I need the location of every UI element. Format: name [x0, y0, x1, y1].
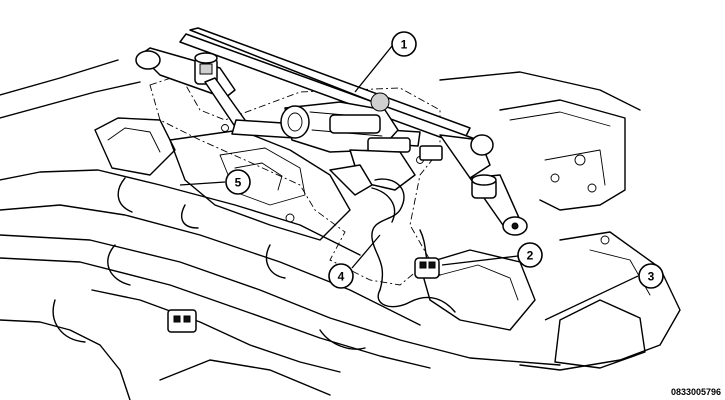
service-outline — [149, 74, 441, 286]
wiring-harness — [329, 164, 456, 313]
callout-5-label: 5 — [235, 176, 242, 190]
callout-1-label: 1 — [401, 38, 408, 52]
callout-4-label: 4 — [338, 270, 345, 284]
callout-3-label: 3 — [648, 270, 655, 284]
callout-4: 4 — [328, 263, 354, 289]
callout-2-label: 2 — [527, 249, 534, 263]
wiper-linkage-assembly — [135, 27, 528, 236]
callout-leaders — [179, 45, 639, 321]
callout-1: 1 — [391, 31, 417, 57]
callout-5: 5 — [225, 169, 251, 195]
callout-2: 2 — [517, 242, 543, 268]
reference-number: 0833005796 — [670, 387, 721, 397]
cowl-body-structure — [0, 59, 681, 400]
callout-3: 3 — [638, 263, 664, 289]
